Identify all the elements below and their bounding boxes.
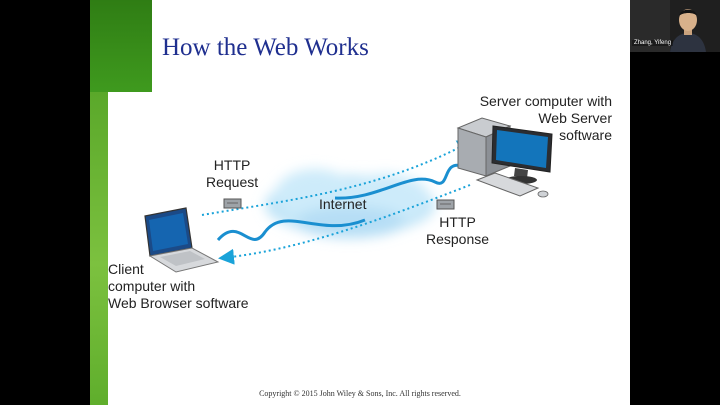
- client-label: Client computer with Web Browser softwar…: [108, 261, 249, 312]
- http-response-line-1: HTTP: [439, 214, 476, 230]
- server-cable: [334, 163, 463, 200]
- request-arrow: [201, 140, 474, 216]
- participant-video-tile[interactable]: Zhang, Yifeng: [630, 0, 720, 52]
- participant-avatar-icon: [630, 0, 720, 52]
- client-label-line-1: Client: [108, 261, 144, 277]
- slide-title: How the Web Works: [162, 34, 369, 61]
- server-label-line-3: software: [559, 127, 612, 143]
- client-laptop-icon: [144, 207, 220, 273]
- http-request-line-1: HTTP: [213, 157, 251, 173]
- slide: How the Web Works: [90, 0, 630, 405]
- http-response-label: HTTP Response: [426, 214, 489, 248]
- server-label-line-1: Server computer with: [479, 93, 612, 109]
- client-label-line-2: computer with: [108, 278, 196, 294]
- server-label-line-2: Web Server: [538, 110, 612, 126]
- internet-label: Internet: [319, 196, 367, 212]
- response-packet-icon: [436, 199, 455, 210]
- copyright-text: Copyright © 2015 John Wiley & Sons, Inc.…: [259, 389, 461, 398]
- http-request-line-2: Request: [206, 174, 259, 190]
- server-computer-icon: [456, 117, 553, 198]
- client-cable: [216, 218, 366, 242]
- slide-accent-block: [90, 0, 152, 92]
- participant-name: Zhang, Yifeng: [632, 40, 674, 46]
- internet-cloud: [265, 169, 435, 238]
- slide-accent-bar: [90, 92, 108, 405]
- server-label: Server computer with Web Server software: [480, 93, 612, 144]
- web-diagram: [144, 117, 553, 273]
- http-response-line-2: Response: [426, 231, 490, 247]
- client-label-line-3: Web Browser software: [108, 295, 249, 311]
- request-packet-icon: [223, 198, 242, 209]
- http-request-label: HTTP Request: [206, 157, 258, 191]
- response-arrow: [218, 184, 471, 265]
